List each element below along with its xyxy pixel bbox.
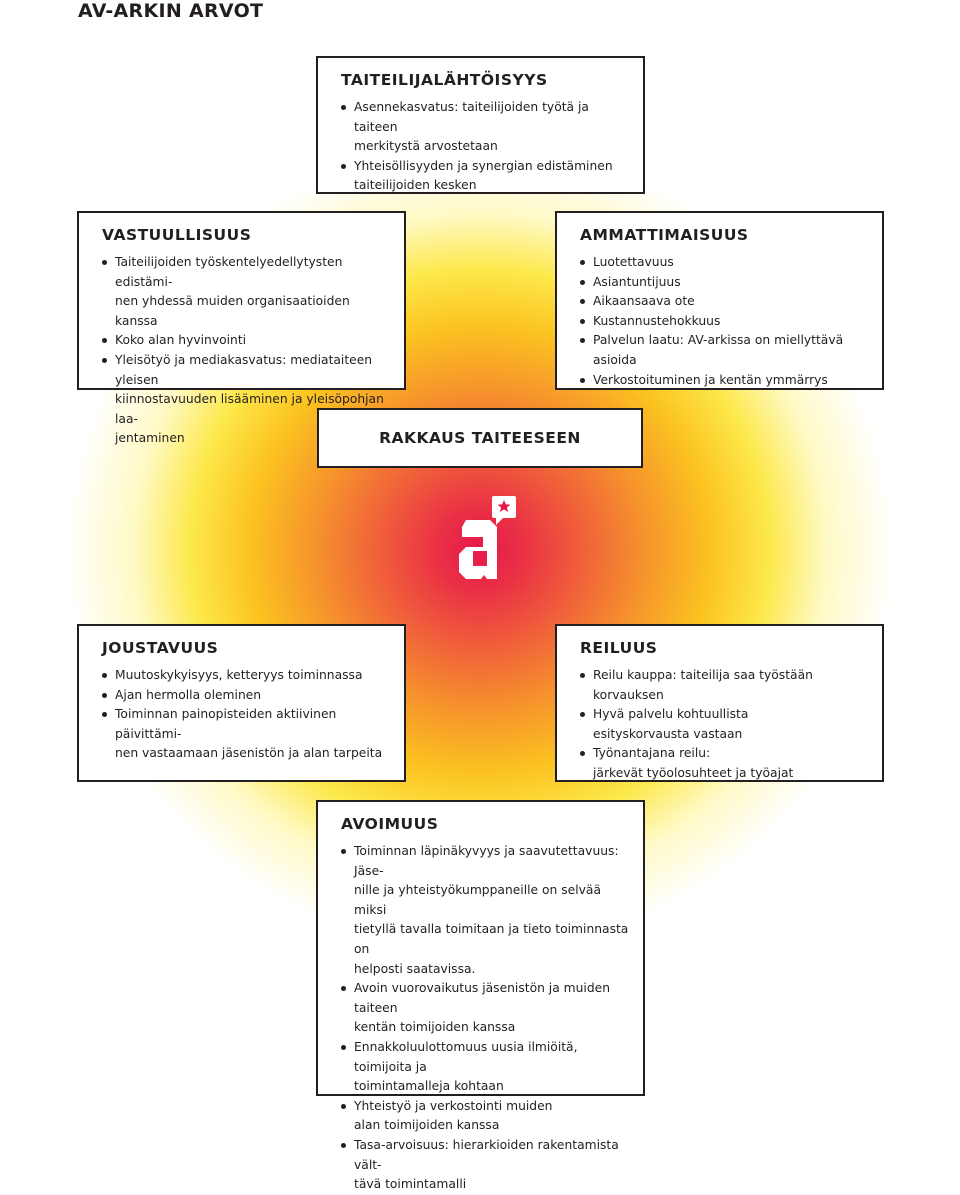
value-item-line: kentän toimijoiden kanssa: [354, 1020, 516, 1035]
box-rakkaus-taiteeseen: RAKKAUS TAITEESEEN: [317, 408, 643, 468]
value-item: Taiteilijoiden työskentelyedellytysten e…: [102, 253, 394, 331]
value-item-line: merkitystä arvostetaan: [354, 139, 498, 154]
box-taiteilijalahtoisyys: TAITEILIJALÄHTÖISYYS Asennekasvatus: tai…: [316, 56, 645, 194]
value-item-line: alan toimijoiden kanssa: [354, 1118, 500, 1133]
value-list: Reilu kauppa: taiteilija saa työstään ko…: [580, 666, 874, 784]
value-item-line: Toiminnan painopisteiden aktiivinen päiv…: [115, 707, 337, 741]
box-vastuullisuus: VASTUULLISUUS Taiteilijoiden työskentely…: [77, 211, 406, 445]
value-list: Taiteilijoiden työskentelyedellytysten e…: [102, 253, 394, 449]
value-item: Yleisötyö ja mediakasvatus: mediataiteen…: [102, 351, 394, 449]
value-item-line: Reilu kauppa: taiteilija saa työstään ko…: [593, 668, 813, 702]
value-item-line: jentaminen: [115, 431, 185, 446]
value-item: Muutoskykyisyys, ketteryys toiminnassa: [102, 666, 394, 686]
value-item: Verkostoituminen ja kentän ymmärrys: [580, 371, 874, 391]
box-title: RAKKAUS TAITEESEEN: [379, 429, 581, 447]
value-item: Avoin vuorovaikutus jäsenistön ja muiden…: [341, 979, 633, 1038]
value-item: Asennekasvatus: taiteilijoiden työtä ja …: [341, 98, 621, 157]
box-avoimuus: AVOIMUUS Toiminnan läpinäkyvyys ja saavu…: [316, 800, 645, 1191]
value-item-line: Kustannustehokkuus: [593, 313, 721, 328]
value-item-line: Aikaansaava ote: [593, 294, 695, 309]
value-item-line: Avoin vuorovaikutus jäsenistön ja muiden…: [354, 981, 611, 1015]
value-item: Hyvä palvelu kohtuullista esityskorvausta…: [580, 705, 874, 744]
value-item: Luotettavuus: [580, 253, 874, 273]
value-item-line: helposti saatavissa.: [354, 961, 476, 976]
value-item-line: Toiminnan läpinäkyvyys ja saavutettavuus…: [354, 844, 619, 878]
value-item-line: nen vastaamaan jäsenistön ja alan tarpei…: [115, 746, 383, 761]
value-list: Asennekasvatus: taiteilijoiden työtä ja …: [341, 98, 621, 196]
value-item: Toiminnan läpinäkyvyys ja saavutettavuus…: [341, 842, 633, 979]
value-item-line: Luotettavuus: [593, 255, 674, 269]
value-item: Ennakkoluulottomuus uusia ilmiöitä, toim…: [341, 1038, 633, 1097]
value-item-line: Asiantuntijuus: [593, 274, 681, 289]
logo-letter-a: [459, 520, 497, 579]
value-item-line: Palvelun laatu: AV-arkissa on miellyttäv…: [593, 333, 844, 367]
logo-star: [497, 500, 511, 512]
value-item: Asiantuntijuus: [580, 273, 874, 293]
value-item: Yhteistyö ja verkostointi muiden alan toi…: [341, 1097, 633, 1136]
value-item: Aikaansaava ote: [580, 292, 874, 312]
value-item-line: nille ja yhteistyökumppaneille on selvää…: [354, 883, 601, 917]
av-arkki-logo-icon: [459, 496, 516, 579]
value-item-line: tietyllä tavalla toimitaan ja tieto toim…: [354, 922, 629, 956]
value-item-line: Ajan hermolla oleminen: [115, 687, 262, 702]
box-title: AMMATTIMAISUUS: [580, 226, 749, 244]
value-item-line: Taiteilijoiden työskentelyedellytysten e…: [115, 255, 343, 289]
box-joustavuus: JOUSTAVUUS Muutoskykyisyys, ketteryys to…: [77, 624, 406, 782]
value-item-line: tävä toimintamalli: [354, 1177, 467, 1192]
value-item-line: esityskorvausta vastaan: [593, 726, 743, 741]
value-item: Tasa-arvoisuus: hierarkioiden rakentamis…: [341, 1136, 633, 1195]
value-item: Kustannustehokkuus: [580, 312, 874, 332]
value-item-line: nen yhdessä muiden organisaatioiden kans…: [115, 294, 350, 328]
value-item-line: Yhteistyö ja verkostointi muiden: [354, 1098, 553, 1113]
value-item-line: Tasa-arvoisuus: hierarkioiden rakentamis…: [354, 1137, 619, 1172]
value-item-line: järkevät työolosuhteet ja työajat: [593, 765, 794, 780]
value-item: Työnantajana reilu: järkevät työolosuhtee…: [580, 744, 874, 783]
value-item: Palvelun laatu: AV-arkissa on miellyttäv…: [580, 331, 874, 370]
value-item: Yhteisöllisyyden ja synergian edistämine…: [341, 157, 621, 196]
logo-speech-bubble: [492, 496, 516, 525]
value-item-line: Verkostoituminen ja kentän ymmärrys: [593, 372, 828, 387]
box-title: VASTUULLISUUS: [102, 226, 252, 244]
value-item-line: Yleisötyö ja mediakasvatus: mediataiteen…: [115, 352, 373, 387]
value-item: Reilu kauppa: taiteilija saa työstään ko…: [580, 666, 874, 705]
value-item: Toiminnan painopisteiden aktiivinen päiv…: [102, 705, 394, 764]
box-title: AVOIMUUS: [341, 815, 439, 833]
value-item-line: Asennekasvatus: taiteilijoiden työtä ja …: [354, 100, 589, 134]
value-item-line: kiinnostavuuden lisääminen ja yleisöpohj…: [115, 392, 384, 426]
box-title: REILUUS: [580, 639, 658, 657]
box-title: TAITEILIJALÄHTÖISYYS: [341, 71, 548, 89]
value-item-line: taiteilijoiden kesken: [354, 178, 477, 193]
value-item-line: Yhteisöllisyyden ja synergian edistämine…: [354, 158, 613, 173]
page-title: AV-ARKIN ARVOT: [78, 0, 264, 22]
box-reiluus: REILUUS Reilu kauppa: taiteilija saa työ…: [555, 624, 884, 782]
value-item-line: Työnantajana reilu:: [593, 746, 711, 761]
value-item-line: Muutoskykyisyys, ketteryys toiminnassa: [115, 668, 363, 682]
value-item: Ajan hermolla oleminen: [102, 686, 394, 706]
value-list: Toiminnan läpinäkyvyys ja saavutettavuus…: [341, 842, 633, 1195]
value-item-line: Koko alan hyvinvointi: [115, 333, 247, 348]
value-item-line: Ennakkoluulottomuus uusia ilmiöitä, toim…: [354, 1039, 578, 1074]
box-title: JOUSTAVUUS: [102, 639, 219, 657]
value-item: Koko alan hyvinvointi: [102, 331, 394, 351]
value-item-line: toimintamalleja kohtaan: [354, 1079, 504, 1094]
value-item-line: Hyvä palvelu kohtuullista: [593, 707, 749, 722]
